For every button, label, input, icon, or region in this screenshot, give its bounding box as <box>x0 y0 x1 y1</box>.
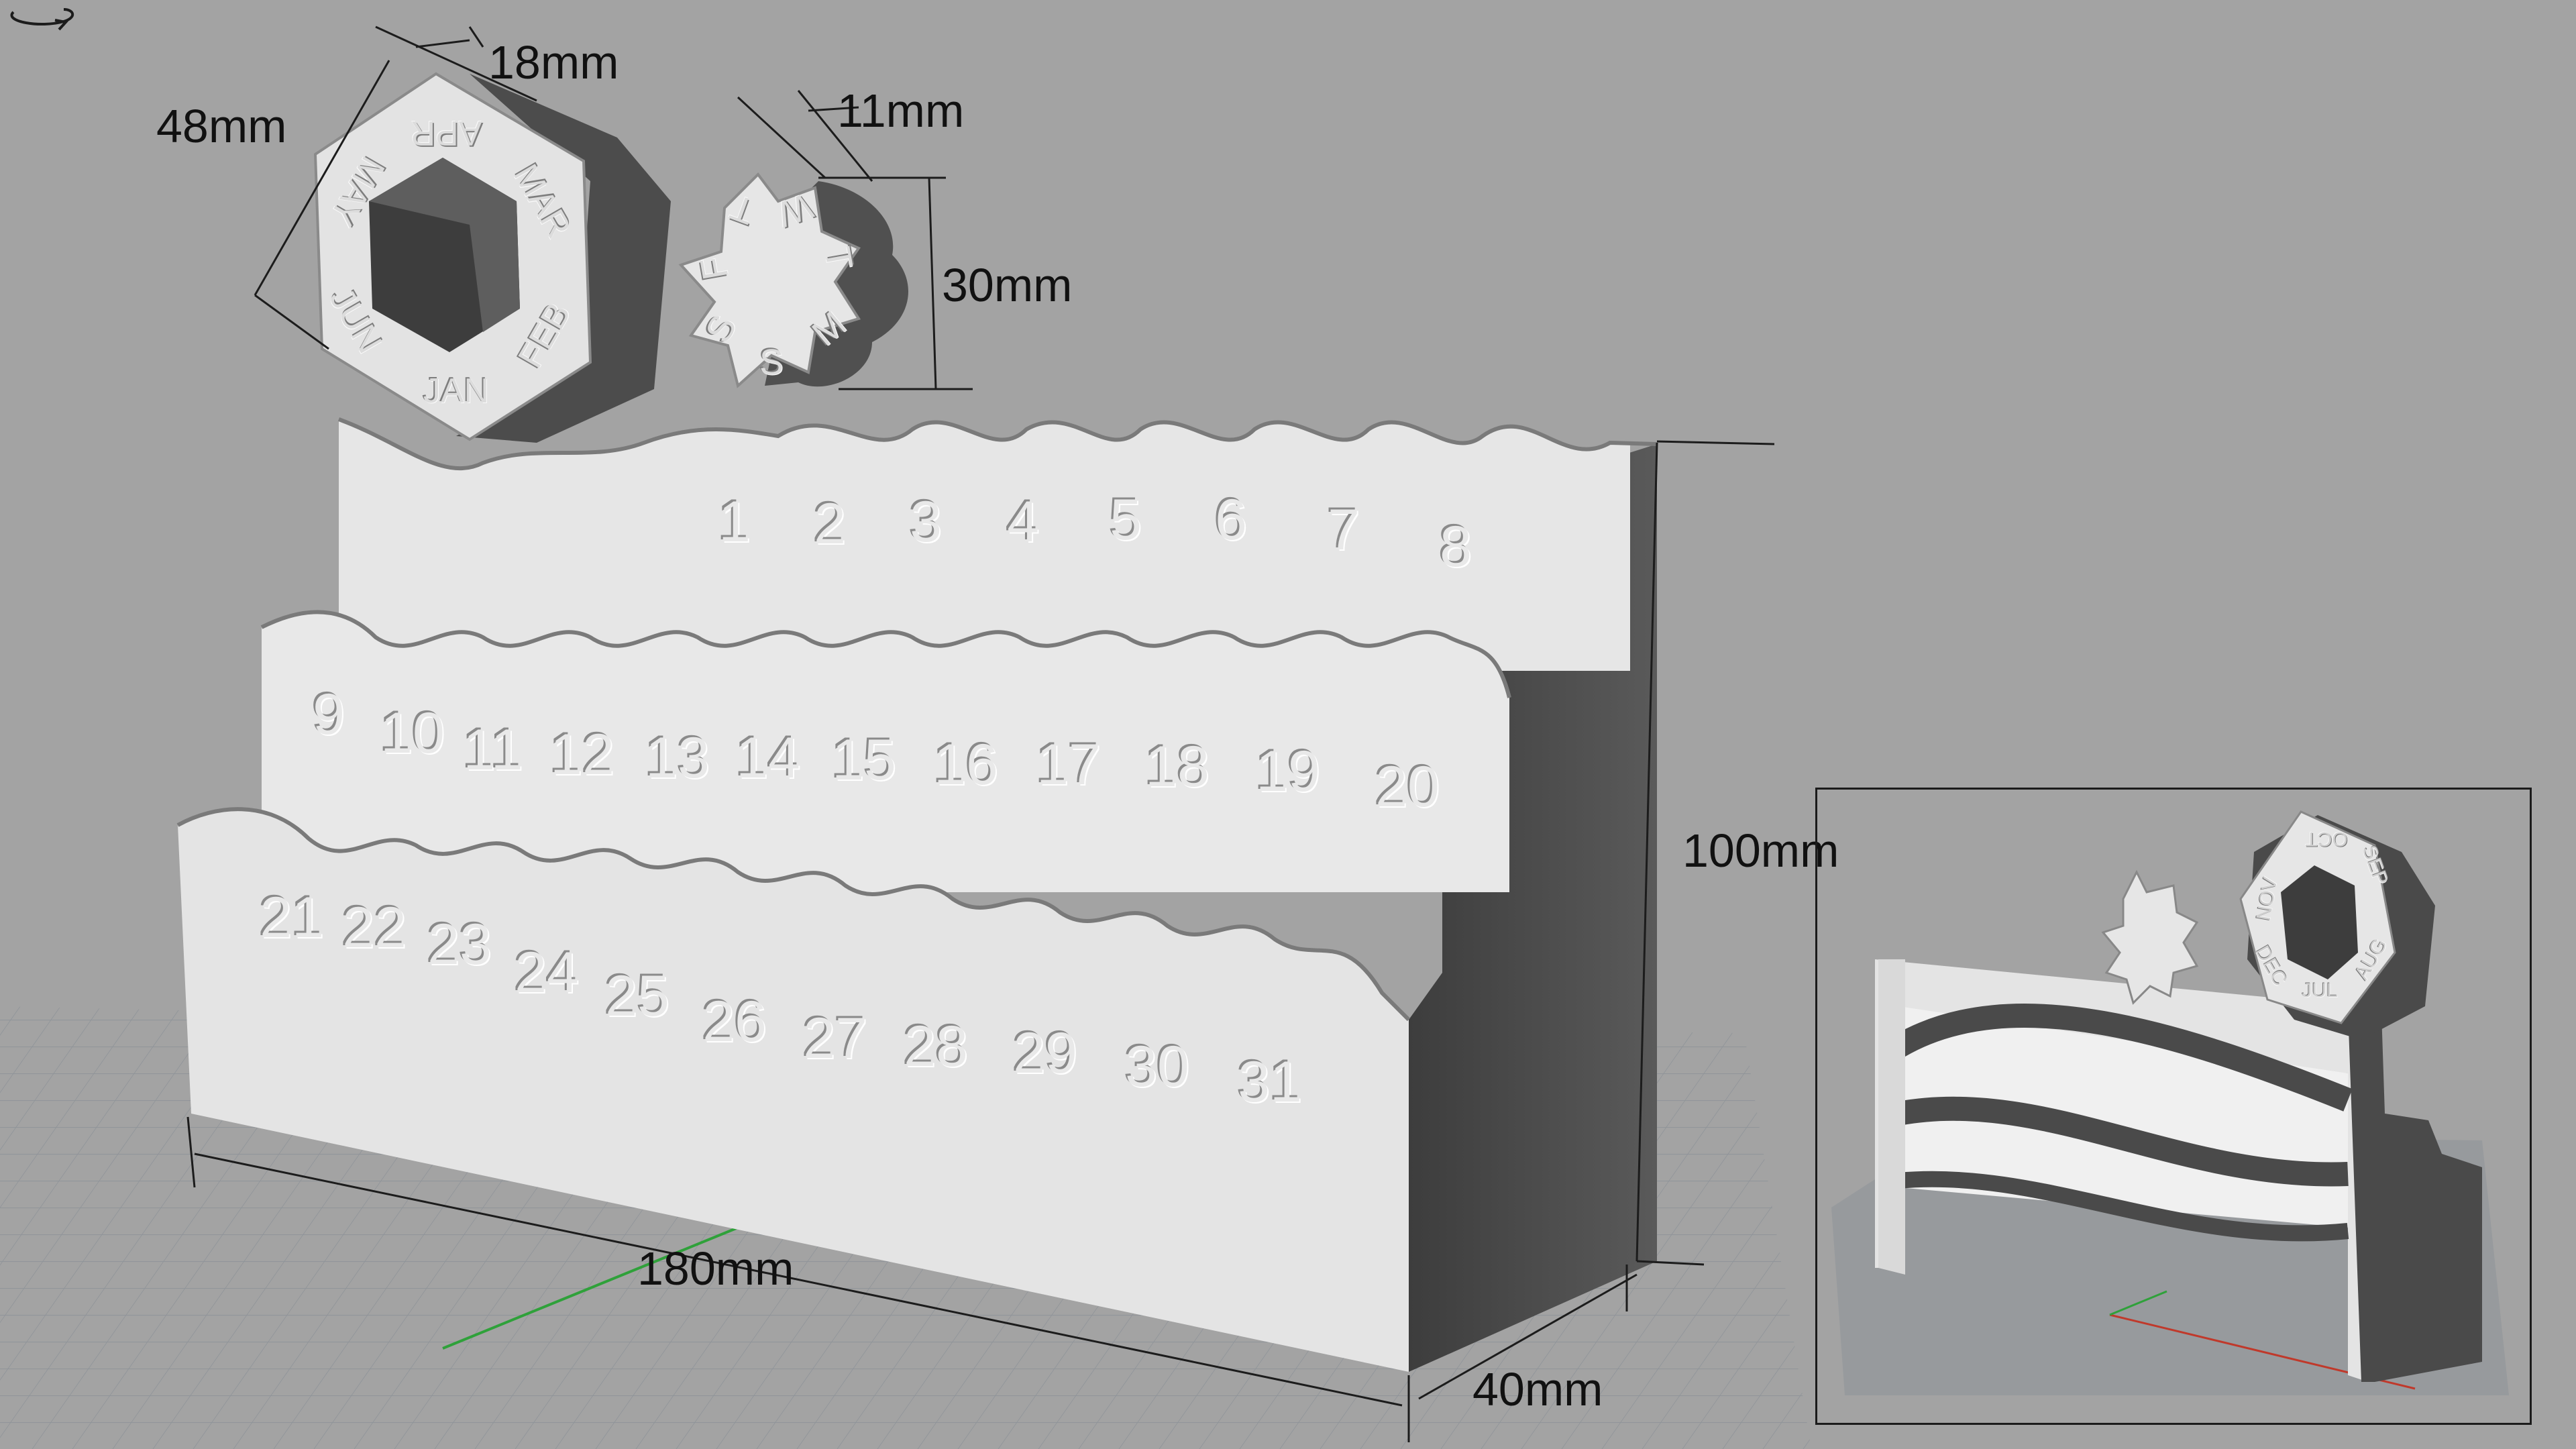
day-number: 16 <box>934 733 998 797</box>
day-number: 28 <box>904 1014 968 1079</box>
day-number: 14 <box>736 726 800 790</box>
inset-month-jul: JUL <box>2302 979 2338 1002</box>
day-number: 19 <box>1256 739 1320 804</box>
day-number: 23 <box>427 912 492 977</box>
day-number: 15 <box>832 728 896 792</box>
day-number: 2 <box>814 492 846 556</box>
day-number: 8 <box>1440 515 1472 579</box>
day-number: 1 <box>718 490 751 554</box>
dim-stand-depth: 40mm <box>1472 1363 1603 1415</box>
day-number: 11 <box>463 718 523 782</box>
day-number: 4 <box>1007 490 1039 554</box>
dimension-lines <box>186 25 1775 1442</box>
dim-hex-thickness: 18mm <box>488 36 619 89</box>
rotate-view-icon[interactable] <box>0 0 87 34</box>
inset-model <box>1831 810 2509 1395</box>
dim-star-thickness: 11mm <box>837 85 965 137</box>
day-number: 5 <box>1110 488 1142 552</box>
star-face <box>678 172 861 388</box>
dim-hex-height: 48mm <box>156 100 287 152</box>
hex-month-jan: JAN <box>423 372 490 411</box>
day-number: 3 <box>910 490 942 554</box>
axis-green <box>442 1226 739 1350</box>
star-day-sun: S <box>759 342 784 382</box>
day-number: 12 <box>550 722 614 787</box>
day-number: 13 <box>645 726 710 790</box>
day-number: 25 <box>605 964 669 1028</box>
day-number: 9 <box>313 682 345 747</box>
inset-view-frame[interactable] <box>1815 788 2532 1425</box>
day-number: 17 <box>1036 733 1101 797</box>
dim-star-height: 30mm <box>942 259 1073 311</box>
day-number: 6 <box>1215 488 1247 552</box>
dim-stand-height: 100mm <box>1682 824 1839 877</box>
day-number: 20 <box>1375 755 1440 819</box>
day-number: 30 <box>1125 1034 1189 1099</box>
stand-side <box>1409 444 1657 1372</box>
tier-front <box>178 809 1409 1372</box>
day-number: 10 <box>380 701 445 765</box>
hex-month-apr: APR <box>410 113 482 152</box>
tier-middle <box>262 612 1509 892</box>
day-number: 18 <box>1145 735 1210 799</box>
day-number: 24 <box>515 941 579 1005</box>
tier-back <box>339 419 1630 671</box>
hex-side <box>456 74 671 443</box>
day-number: 29 <box>1013 1021 1077 1085</box>
day-number: 21 <box>260 885 324 950</box>
day-number: 31 <box>1238 1050 1302 1114</box>
day-number: 27 <box>803 1006 867 1071</box>
day-number: 26 <box>702 989 767 1054</box>
day-number: 7 <box>1328 498 1360 562</box>
day-number: 22 <box>342 896 407 960</box>
dim-stand-width: 180mm <box>637 1242 794 1295</box>
inset-month-oct: OCT <box>2305 828 2348 850</box>
